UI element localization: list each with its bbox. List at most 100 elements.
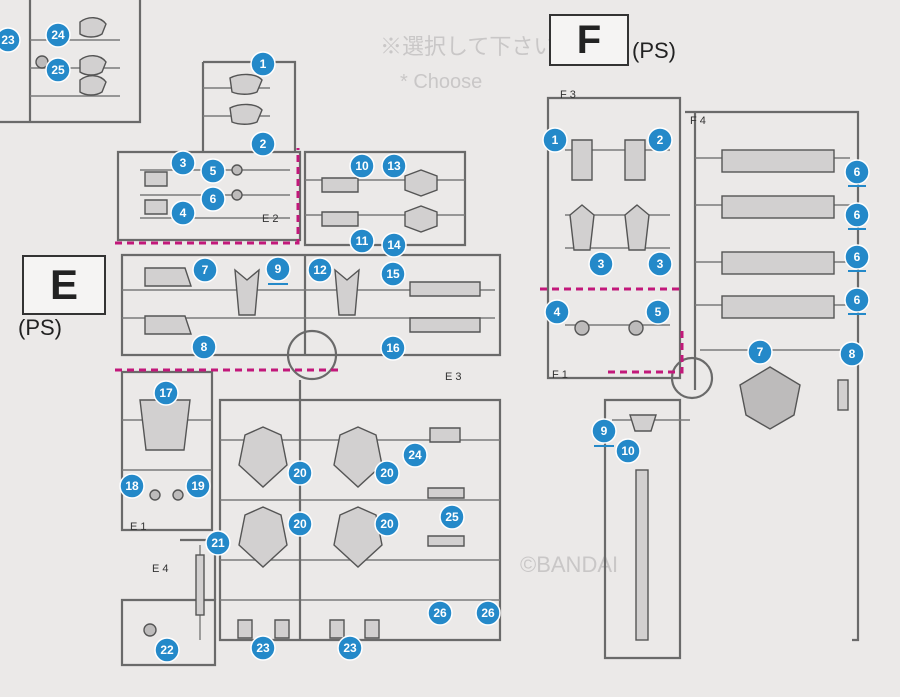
svg-text:22: 22: [160, 643, 174, 657]
part-shape: [238, 426, 288, 488]
part-number-badge: 21: [205, 530, 231, 556]
part-shape: [837, 379, 849, 411]
part-number-badge: 20: [374, 460, 400, 486]
part-shape: [333, 506, 383, 568]
part-number-badge: 25: [439, 504, 465, 530]
svg-text:23: 23: [1, 33, 15, 47]
svg-text:3: 3: [657, 257, 664, 271]
svg-text:8: 8: [201, 340, 208, 354]
part-number-badge: 2: [250, 131, 276, 157]
part-shape: [143, 623, 157, 637]
part-shape: [172, 489, 184, 501]
svg-text:25: 25: [445, 510, 459, 524]
part-shape: [409, 281, 481, 297]
bandai-copyright: ©BANDAI: [520, 552, 618, 577]
part-number-badge: 25: [45, 57, 71, 83]
svg-text:5: 5: [210, 164, 217, 178]
part-shape: [144, 267, 192, 287]
part-number-badge: 8: [191, 334, 217, 360]
svg-text:19: 19: [191, 479, 205, 493]
svg-text:20: 20: [293, 517, 307, 531]
part-number-badge: 15: [380, 261, 406, 287]
svg-text:3: 3: [598, 257, 605, 271]
part-shape: [635, 469, 649, 641]
svg-text:16: 16: [386, 341, 400, 355]
runner-tag: F 3: [560, 89, 576, 101]
cut-line: [608, 330, 684, 374]
part-number-badge: 20: [287, 460, 313, 486]
part-shape: [429, 427, 461, 443]
svg-text:24: 24: [408, 448, 422, 462]
part-number-badge: 6: [200, 186, 226, 212]
part-number-badge: 1: [250, 51, 276, 77]
svg-text:20: 20: [293, 466, 307, 480]
part-number-badge: 17: [153, 380, 179, 406]
svg-text:9: 9: [601, 424, 608, 438]
part-number-badge: 6: [844, 202, 870, 228]
runner-tag: F 4: [690, 115, 706, 127]
part-shape: [333, 426, 383, 488]
part-number-badge: 18: [119, 473, 145, 499]
svg-text:4: 4: [180, 206, 187, 220]
runner-e-material: (PS): [18, 315, 62, 340]
svg-text:3: 3: [180, 156, 187, 170]
svg-text:14: 14: [387, 238, 401, 252]
part-number-badge: 13: [381, 153, 407, 179]
svg-text:10: 10: [355, 159, 369, 173]
part-shape: [79, 17, 107, 38]
part-shape: [237, 619, 290, 639]
part-number-badge: 23: [250, 635, 276, 661]
part-shape: [79, 55, 107, 76]
svg-text:2: 2: [260, 137, 267, 151]
part-shape: [739, 366, 801, 430]
svg-text:26: 26: [433, 606, 447, 620]
part-shape: [229, 103, 263, 125]
part-shape: [144, 315, 192, 335]
part-number-badge: 9: [591, 418, 617, 444]
part-number-badge: 4: [544, 299, 570, 325]
part-number-badge: 23: [0, 27, 21, 53]
part-shape: [721, 251, 835, 275]
part-number-badge: 11: [349, 228, 375, 254]
part-number-badge: 10: [349, 153, 375, 179]
part-shape: [721, 195, 835, 219]
svg-text:6: 6: [210, 192, 217, 206]
runner-f: F 3 F 4 F 1: [540, 89, 860, 660]
part-number-badge: 23: [337, 635, 363, 661]
svg-text:6: 6: [854, 250, 861, 264]
svg-text:8: 8: [849, 347, 856, 361]
part-shape: [427, 487, 465, 499]
svg-text:13: 13: [387, 159, 401, 173]
part-number-badge: 6: [844, 159, 870, 185]
part-shape: [231, 164, 243, 176]
runner-f-material: (PS): [632, 38, 676, 63]
svg-text:23: 23: [256, 641, 270, 655]
part-number-badge: 8: [839, 341, 865, 367]
svg-text:15: 15: [386, 267, 400, 281]
svg-text:20: 20: [380, 466, 394, 480]
runner-tag: E 4: [152, 563, 169, 575]
choose-text-en: * Choose: [400, 71, 482, 93]
badges-runner-f: 1 2 3 3 4 5 6 6 6 6 7 8 9 10: [542, 127, 870, 464]
runner-tag: E 2: [262, 213, 279, 225]
runner-tag: E 1: [130, 521, 147, 533]
svg-text:11: 11: [356, 234, 369, 248]
part-shape: [334, 268, 360, 316]
part-number-badge: 24: [45, 22, 71, 48]
part-number-badge: 3: [588, 251, 614, 277]
part-shape: [195, 554, 205, 616]
runner-e: E 2 E 3 E 1 E 4: [115, 60, 502, 667]
runner-f-letter-box: F: [549, 14, 629, 66]
part-shape: [574, 320, 590, 336]
cut-line: [115, 148, 300, 245]
part-shape: [139, 399, 191, 451]
part-number-badge: 6: [844, 287, 870, 313]
part-number-badge: 3: [647, 251, 673, 277]
part-shape: [149, 489, 161, 501]
badges-top-left: 23 24 25: [0, 22, 71, 83]
part-number-badge: 26: [427, 600, 453, 626]
part-number-badge: 20: [374, 511, 400, 537]
runner-e-letter-box: E: [22, 255, 106, 315]
part-number-badge: 5: [645, 299, 671, 325]
